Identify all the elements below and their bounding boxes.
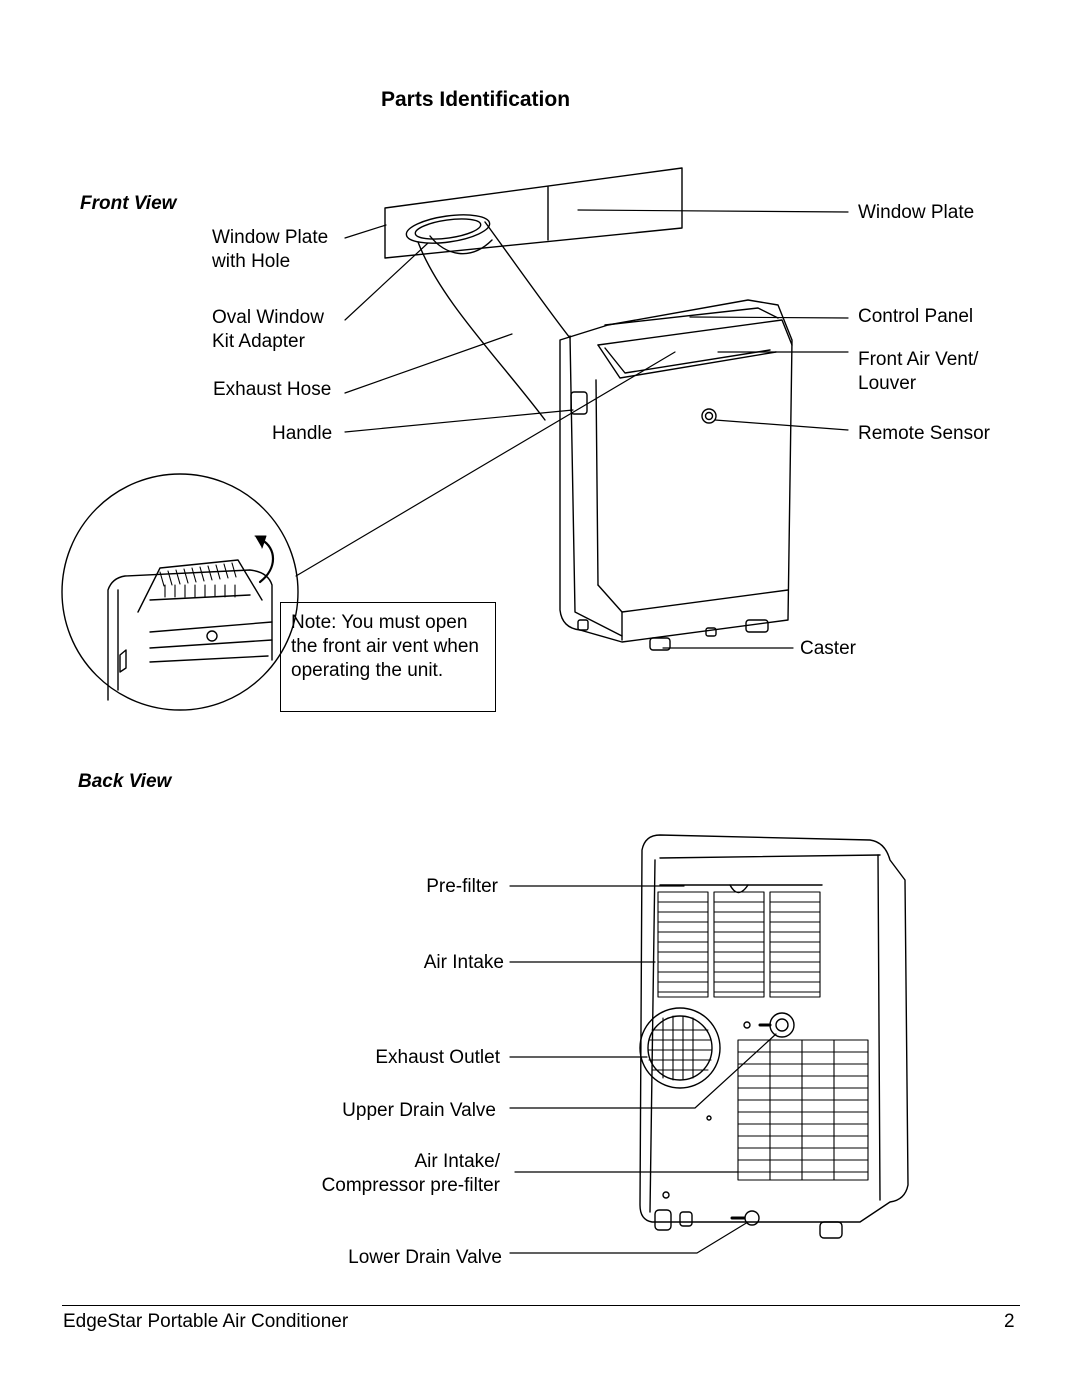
note-box: Note: You must open the front air vent w…	[280, 602, 496, 712]
label-front-air-vent-louver: Front Air Vent/ Louver	[858, 349, 979, 394]
label-lower-drain-valve: Lower Drain Valve	[348, 1247, 502, 1268]
label-text: Window Plate with Hole	[212, 227, 329, 272]
louver-detail-inset	[61, 473, 299, 711]
label-air-intake-compressor-pre-filter: Air Intake/ Compressor pre-filter	[321, 1151, 500, 1196]
label-window-plate: Window Plate	[858, 202, 975, 223]
label-caster: Caster	[800, 638, 856, 659]
footer-title: EdgeStar Portable Air Conditioner	[63, 1311, 349, 1332]
label-upper-drain-valve: Upper Drain Valve	[342, 1100, 496, 1121]
label-handle: Handle	[272, 423, 333, 444]
label-exhaust-outlet: Exhaust Outlet	[375, 1047, 500, 1068]
back-unit-drawing	[639, 834, 909, 1239]
label-air-intake: Air Intake	[423, 952, 504, 973]
back-leader-lines	[509, 885, 777, 1254]
front-unit-drawing	[384, 167, 793, 651]
label-oval-window-kit-adapter: Oval Window Kit Adapter	[212, 306, 324, 354]
label-exhaust-hose: Exhaust Hose	[213, 379, 332, 400]
label-pre-filter: Pre-filter	[426, 876, 498, 897]
label-remote-sensor: Remote Sensor	[858, 423, 991, 444]
label-control-panel: Control Panel	[858, 306, 974, 327]
front-leader-lines	[295, 209, 849, 649]
back-view-heading: Back View	[78, 771, 172, 792]
footer-divider	[62, 1305, 1020, 1306]
page-title: Parts Identification	[381, 88, 571, 111]
label-window-plate-with-hole: Window Plate with Hole	[212, 226, 328, 274]
front-view-heading: Front View	[80, 193, 177, 214]
page-number: 2	[1004, 1311, 1015, 1332]
label-text: Oval Window Kit Adapter	[212, 307, 324, 352]
note-text: Note: You must open the front air vent w…	[291, 612, 479, 681]
